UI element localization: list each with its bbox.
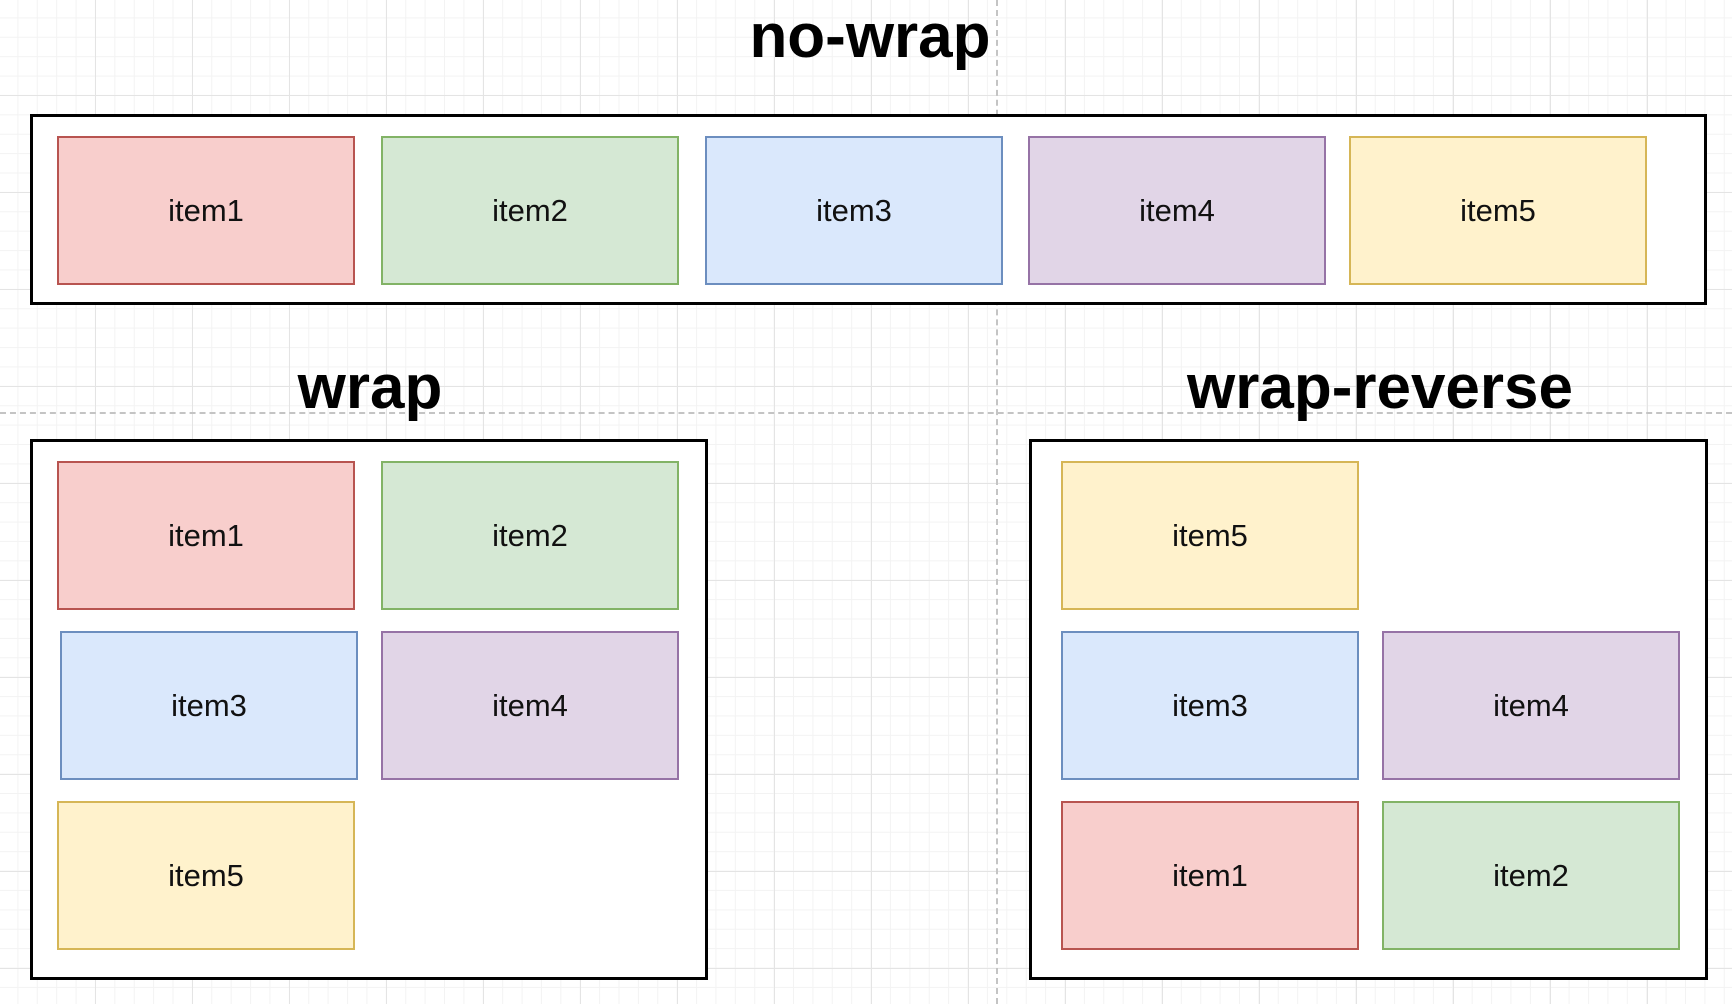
no-wrap-container: item1 item2 item3 item4 item5 — [30, 114, 1707, 305]
wrap-title: wrap — [297, 353, 443, 422]
wrap-reverse-title: wrap-reverse — [1186, 353, 1574, 422]
no-wrap-item3: item3 — [705, 136, 1003, 285]
horizontal-guide-line — [0, 412, 1732, 414]
vertical-guide-line — [996, 0, 998, 1004]
wrap-reverse-item2: item2 — [1382, 801, 1680, 950]
wrap-container: item1 item2 item3 item4 item5 — [30, 439, 708, 980]
no-wrap-item2: item2 — [381, 136, 679, 285]
wrap-item2: item2 — [381, 461, 679, 610]
wrap-item5: item5 — [57, 801, 355, 950]
wrap-reverse-container: item5 item3 item4 item1 item2 — [1029, 439, 1708, 980]
wrap-item3: item3 — [60, 631, 358, 780]
wrap-reverse-item3: item3 — [1061, 631, 1359, 780]
wrap-reverse-item5: item5 — [1061, 461, 1359, 610]
wrap-reverse-item1: item1 — [1061, 801, 1359, 950]
no-wrap-item1: item1 — [57, 136, 355, 285]
wrap-item4: item4 — [381, 631, 679, 780]
no-wrap-item5: item5 — [1349, 136, 1647, 285]
wrap-item1: item1 — [57, 461, 355, 610]
no-wrap-item4: item4 — [1028, 136, 1326, 285]
wrap-reverse-item4: item4 — [1382, 631, 1680, 780]
no-wrap-title: no-wrap — [749, 2, 991, 71]
